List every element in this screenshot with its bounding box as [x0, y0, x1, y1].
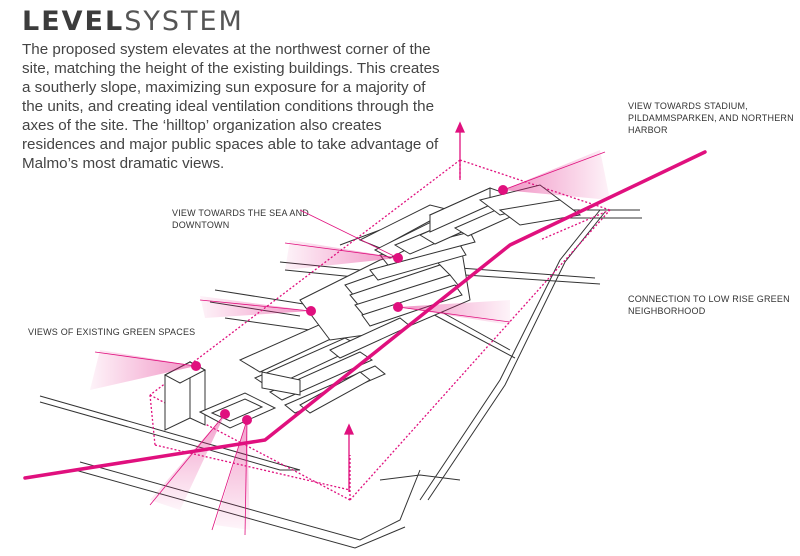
- title-level: LEVEL: [22, 6, 125, 37]
- viewpoint-west: [306, 306, 316, 316]
- viewpoint-neighborhood: [393, 302, 403, 312]
- view-cones: [90, 150, 610, 530]
- label-views-green-spaces: VIEWS OF EXISTING GREEN SPACES: [28, 327, 196, 337]
- viewpoint-south-1: [220, 409, 230, 419]
- viewpoint-stadium: [498, 185, 508, 195]
- viewpoint-green: [191, 361, 201, 371]
- title-system: SYSTEM: [124, 6, 244, 37]
- ground-lines: [39, 209, 642, 549]
- label-view-stadium: VIEW TOWARDS STADIUM, PILDAMMSPARKEN, AN…: [628, 101, 794, 135]
- page-title: LEVELSYSTEM: [22, 6, 244, 37]
- label-connection-neighborhood: CONNECTION TO LOW RISE GREEN NEIGHBORHOO…: [628, 294, 790, 316]
- up-arrows: [343, 121, 466, 492]
- buildings: [163, 184, 582, 431]
- label-view-sea: VIEW TOWARDS THE SEA AND DOWNTOWN: [172, 208, 309, 230]
- main-axis-line: [23, 150, 707, 480]
- view-lines: [94, 151, 606, 536]
- viewpoint-south-2: [242, 415, 252, 425]
- viewpoint-sea: [393, 253, 403, 263]
- view-points: [191, 185, 508, 425]
- intro-paragraph: The proposed system elevates at the nort…: [22, 41, 440, 172]
